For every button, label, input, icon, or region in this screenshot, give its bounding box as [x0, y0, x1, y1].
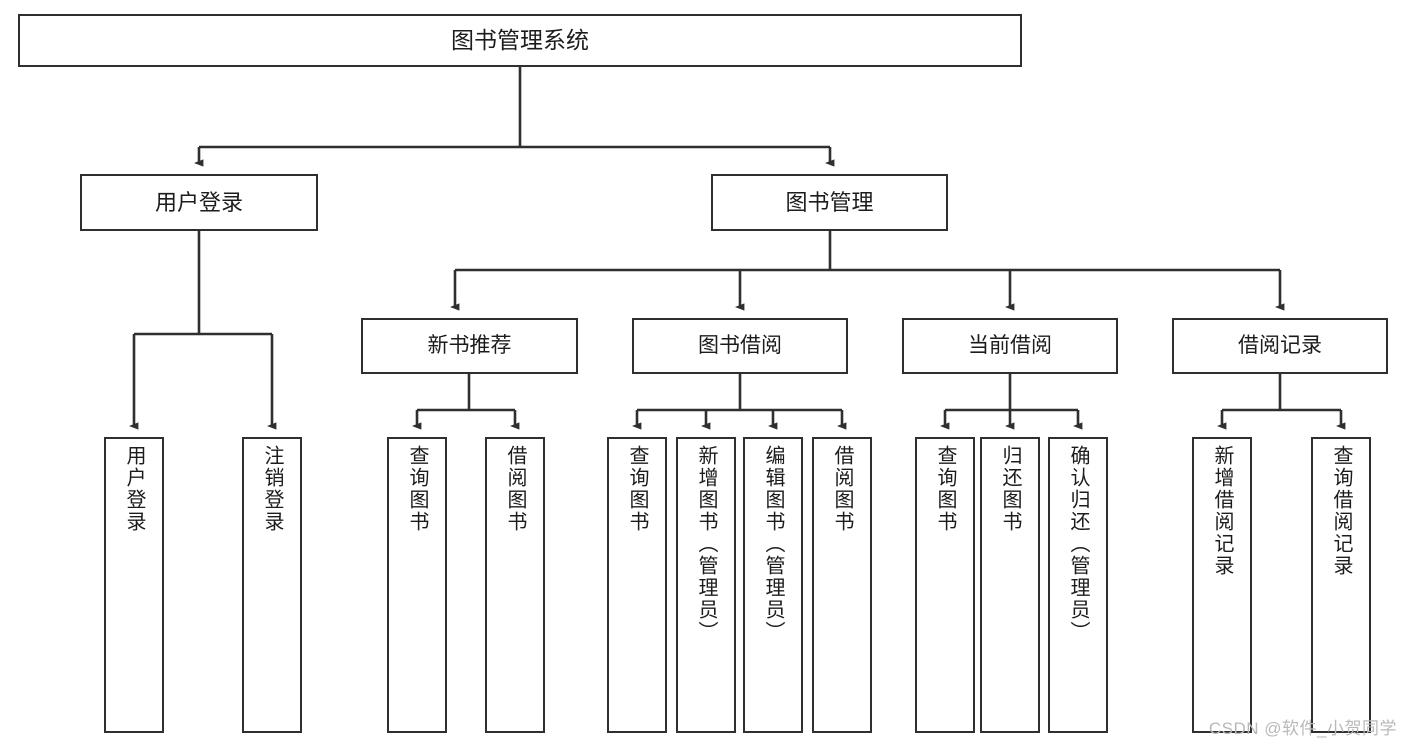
leaf-current-confirm-return-admin[interactable]: 确认归还（管理员） [1048, 437, 1108, 733]
node-label: 新增图书（管理员） [695, 445, 717, 643]
node-label: 借阅记录 [1238, 333, 1322, 357]
node-label: 图书管理系统 [451, 26, 589, 53]
leaf-record-add-borrow-record[interactable]: 新增借阅记录 [1192, 437, 1252, 733]
node-label: 借阅图书 [831, 445, 853, 533]
watermark: CSDN @软件_小贺同学 [1208, 719, 1397, 738]
node-label: 新书推荐 [427, 333, 512, 357]
leaf-borrow-edit-book-admin[interactable]: 编辑图书（管理员） [743, 437, 803, 733]
node-label: 查询图书 [626, 445, 648, 533]
node-label: 查询图书 [934, 445, 956, 533]
node-label: 用户登录 [154, 189, 243, 215]
node-label: 借阅图书 [504, 445, 526, 533]
node-label: 用户登录 [123, 445, 145, 533]
node-label: 编辑图书（管理员） [762, 445, 784, 643]
node-current-borrow[interactable]: 当前借阅 [902, 318, 1118, 374]
node-label: 图书借阅 [698, 333, 782, 357]
leaf-logout[interactable]: 注销登录 [242, 437, 302, 733]
node-book-borrow[interactable]: 图书借阅 [632, 318, 848, 374]
leaf-newbook-borrow-book[interactable]: 借阅图书 [485, 437, 545, 733]
leaf-current-query-book[interactable]: 查询图书 [915, 437, 975, 733]
leaf-borrow-borrow-book[interactable]: 借阅图书 [812, 437, 872, 733]
node-label: 查询借阅记录 [1330, 445, 1352, 577]
node-label: 图书管理 [785, 189, 874, 215]
node-label: 新增借阅记录 [1211, 445, 1233, 577]
node-book-management[interactable]: 图书管理 [711, 174, 948, 231]
node-root-system[interactable]: 图书管理系统 [18, 14, 1022, 67]
node-label: 当前借阅 [968, 333, 1052, 357]
node-label: 查询图书 [406, 445, 428, 533]
node-label: 注销登录 [261, 445, 283, 533]
node-label: 确认归还（管理员） [1067, 445, 1089, 643]
leaf-record-query-borrow-record[interactable]: 查询借阅记录 [1311, 437, 1371, 733]
node-borrow-record[interactable]: 借阅记录 [1172, 318, 1388, 374]
leaf-current-return-book[interactable]: 归还图书 [980, 437, 1040, 733]
node-new-book-recommend[interactable]: 新书推荐 [361, 318, 578, 374]
leaf-borrow-query-book[interactable]: 查询图书 [607, 437, 667, 733]
leaf-borrow-add-book-admin[interactable]: 新增图书（管理员） [676, 437, 736, 733]
leaf-user-login[interactable]: 用户登录 [104, 437, 164, 733]
node-user-login[interactable]: 用户登录 [80, 174, 318, 231]
node-label: 归还图书 [999, 445, 1021, 533]
leaf-newbook-query-book[interactable]: 查询图书 [387, 437, 447, 733]
